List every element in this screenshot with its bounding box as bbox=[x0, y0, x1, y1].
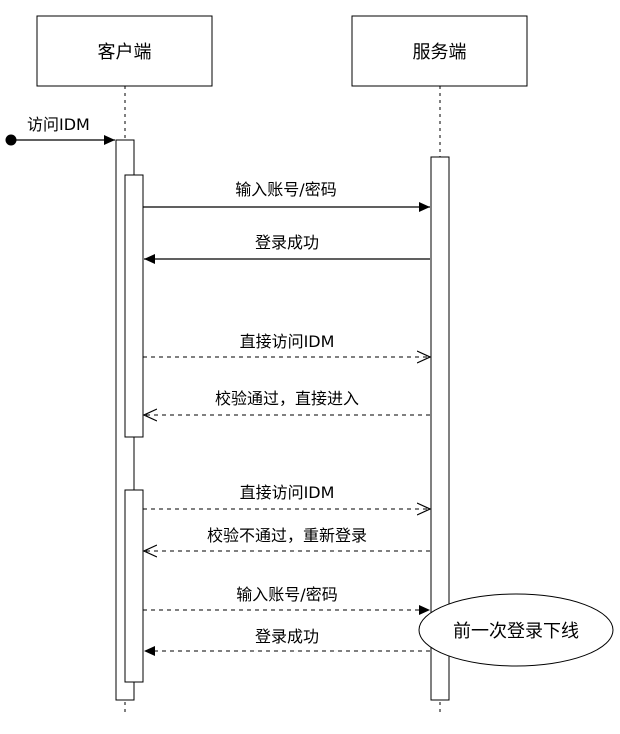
note-ellipse: 前一次登录下线 bbox=[418, 593, 614, 667]
message-4: 校验通过，直接进入 bbox=[144, 389, 430, 415]
note-label: 前一次登录下线 bbox=[453, 621, 579, 642]
message-3-label: 直接访问IDM bbox=[240, 332, 335, 351]
message-1-label: 输入账号/密码 bbox=[235, 180, 336, 199]
message-6: 校验不通过，重新登录 bbox=[144, 526, 430, 551]
message-6-label: 校验不通过，重新登录 bbox=[207, 526, 367, 545]
entry-label: 访问IDM bbox=[27, 115, 90, 134]
message-4-label: 校验通过，直接进入 bbox=[215, 389, 359, 408]
message-5-label: 直接访问IDM bbox=[240, 483, 335, 502]
message-5: 直接访问IDM bbox=[143, 483, 430, 509]
message-7: 输入账号/密码 bbox=[143, 585, 430, 615]
activation-client-2 bbox=[124, 489, 144, 683]
message-1: 输入账号/密码 bbox=[143, 180, 430, 212]
actor-server: 服务端 bbox=[351, 15, 528, 87]
activation-server bbox=[430, 156, 450, 701]
message-2: 登录成功 bbox=[144, 233, 430, 264]
actor-server-label: 服务端 bbox=[413, 42, 467, 63]
entry-message: 访问IDM bbox=[5, 115, 115, 146]
actor-client-label: 客户端 bbox=[98, 42, 152, 63]
message-8-label: 登录成功 bbox=[255, 627, 319, 646]
message-7-label: 输入账号/密码 bbox=[236, 585, 337, 604]
actor-client: 客户端 bbox=[36, 15, 213, 87]
message-2-label: 登录成功 bbox=[255, 233, 319, 252]
activation-client-1 bbox=[124, 174, 144, 438]
message-3: 直接访问IDM bbox=[143, 332, 430, 357]
message-8: 登录成功 bbox=[144, 627, 430, 656]
